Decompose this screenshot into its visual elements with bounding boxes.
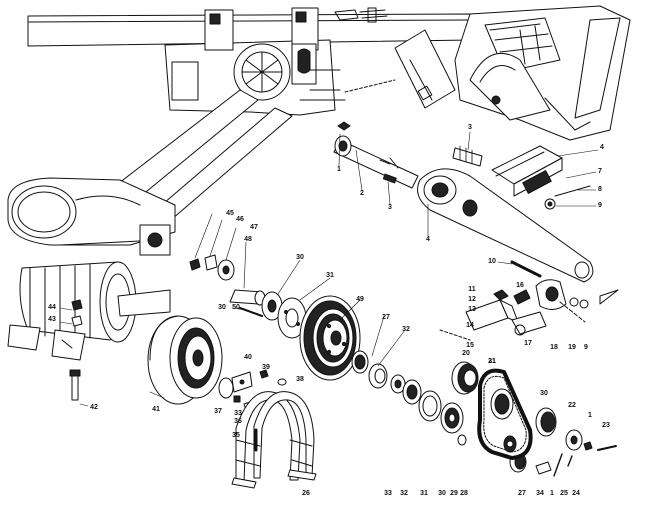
leader-lines — [59, 131, 599, 407]
adjuster-assembly — [439, 260, 619, 341]
callout-28: 28 — [460, 490, 468, 497]
callout-10: 10 — [488, 258, 496, 265]
callout-31-belt-alt: 31 — [488, 358, 496, 365]
callout-41: 41 — [152, 406, 160, 413]
pulley-hardware-left — [189, 254, 307, 339]
callout-15: 15 — [466, 342, 474, 349]
grooved-pulley — [299, 295, 361, 381]
callout-44: 44 — [48, 304, 56, 311]
machine-frame — [27, 5, 631, 226]
callout-33-left: 33 — [234, 410, 242, 417]
left-gear-housing — [7, 177, 176, 256]
callout-14: 14 — [466, 322, 474, 329]
callout-23: 23 — [602, 422, 610, 429]
clutch-hardware — [218, 369, 287, 411]
right-hardware — [535, 407, 617, 477]
callout-49: 49 — [356, 296, 364, 303]
callout-4-arm: 4 — [426, 236, 430, 243]
callout-35: 35 — [232, 432, 240, 439]
callout-9-bottom: 9 — [584, 344, 588, 351]
callout-31-upper: 31 — [326, 272, 334, 279]
motor-hardware — [69, 299, 83, 401]
callout-30-right: 30 — [540, 390, 548, 397]
callout-3-key: 3 — [388, 204, 392, 211]
clevis-bracket — [452, 145, 591, 210]
callout-12: 12 — [468, 296, 476, 303]
callout-2: 2 — [360, 190, 364, 197]
callout-1-right: 1 — [588, 412, 592, 419]
callout-20: 20 — [462, 350, 470, 357]
callout-25: 25 — [560, 490, 568, 497]
clutch-drum — [147, 315, 223, 405]
callout-37: 37 — [214, 408, 222, 415]
callout-16: 16 — [516, 282, 524, 289]
callout-30-bottom: 30 — [438, 490, 446, 497]
callout-26: 26 — [302, 490, 310, 497]
callout-45: 45 — [226, 210, 234, 217]
callout-33-bottom: 33 — [384, 490, 392, 497]
u-bracket-stand — [231, 391, 317, 489]
callout-48: 48 — [244, 236, 252, 243]
callout-32-bottom: 32 — [400, 490, 408, 497]
callout-43: 43 — [48, 316, 56, 323]
callout-8: 8 — [598, 186, 602, 193]
callout-47: 47 — [250, 224, 258, 231]
callout-50: 50 — [232, 304, 240, 311]
callout-36: 36 — [234, 418, 242, 425]
callout-13: 13 — [468, 306, 476, 313]
callout-32-upper: 32 — [402, 326, 410, 333]
callout-29: 29 — [450, 490, 458, 497]
callout-1: 1 — [337, 166, 341, 173]
callout-34: 34 — [536, 490, 544, 497]
callout-40: 40 — [244, 354, 252, 361]
callout-9-top: 9 — [598, 202, 602, 209]
callout-31-bottom: 31 — [420, 490, 428, 497]
callout-7: 7 — [598, 168, 602, 175]
electric-motor — [7, 261, 171, 361]
callout-19: 19 — [568, 344, 576, 351]
callout-27-top: 27 — [382, 314, 390, 321]
callout-4-bracket: 4 — [600, 144, 604, 151]
callout-17: 17 — [524, 340, 532, 347]
drive-shaft — [333, 121, 419, 189]
callout-30-bolt: 30 — [218, 304, 226, 311]
callout-24: 24 — [572, 490, 580, 497]
callout-18: 18 — [550, 344, 558, 351]
callout-42: 42 — [90, 404, 98, 411]
bearing-stack — [351, 350, 467, 446]
callout-39: 39 — [262, 364, 270, 371]
callout-30-upper: 30 — [296, 254, 304, 261]
cog-belt — [477, 368, 533, 460]
swing-arm — [417, 168, 594, 283]
callout-27-bottom: 27 — [518, 490, 526, 497]
callout-3-screw: 3 — [468, 124, 472, 131]
callout-21-belt: 21 — [488, 358, 496, 365]
callout-11: 11 — [468, 286, 476, 293]
callout-46: 46 — [236, 216, 244, 223]
callout-22: 22 — [568, 402, 576, 409]
callout-1-bottom: 1 — [550, 490, 554, 497]
callout-38: 38 — [296, 376, 304, 383]
